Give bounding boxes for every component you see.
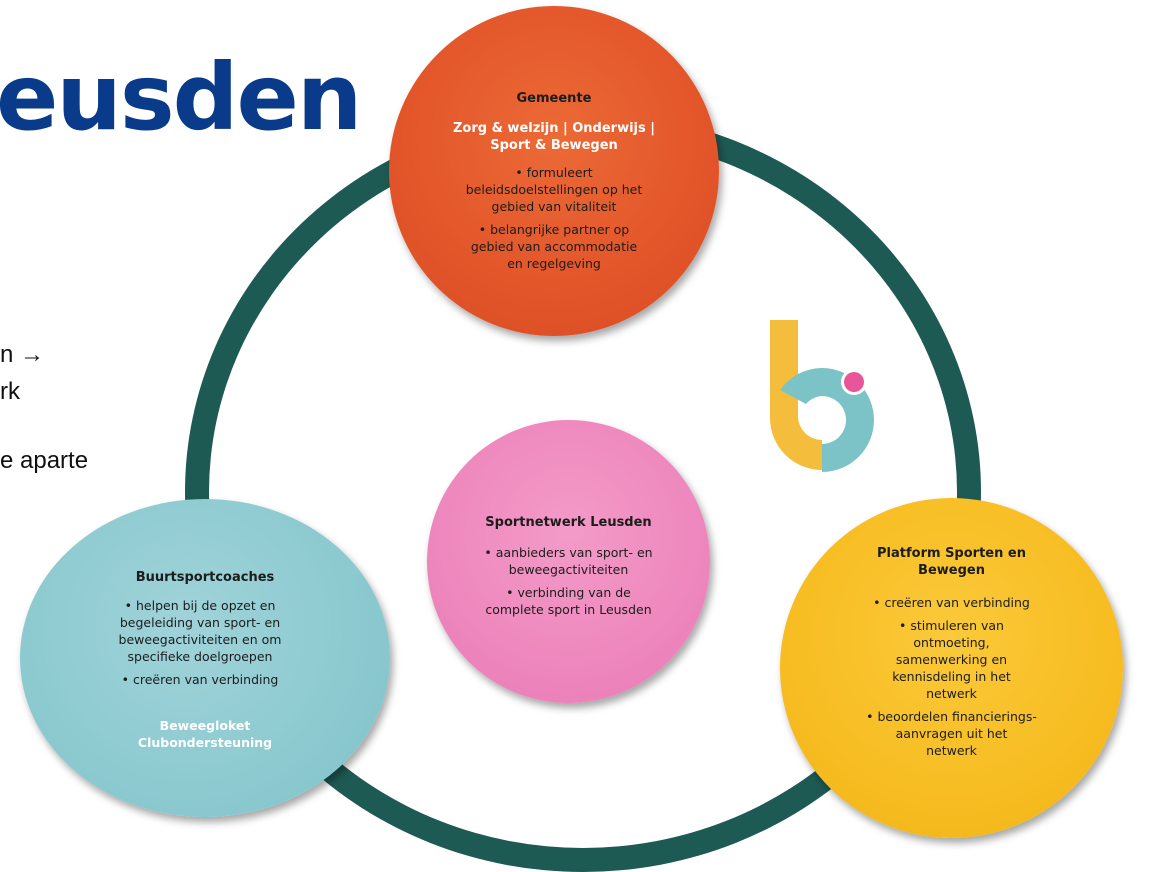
platform-bullet: creëren van verbinding	[850, 594, 1053, 611]
buurtsportcoaches-bullets: helpen bij de opzet en begeleiding van s…	[80, 597, 320, 694]
sportnetwerk-bullet: aanbieders van sport- en beweegactivitei…	[467, 544, 670, 578]
beweegloket-label: Beweegloket	[159, 718, 251, 733]
side-text-line-2: rk	[0, 378, 20, 405]
gemeente-circle: Gemeente Zorg & welzijn | Onderwijs | Sp…	[389, 6, 719, 336]
sportnetwerk-bullets: aanbieders van sport- en beweegactivitei…	[467, 544, 670, 624]
page-heading: eusden	[0, 44, 362, 151]
side-text-line-3: e aparte	[0, 447, 89, 474]
platform-title-2: Bewegen	[918, 563, 985, 578]
gemeente-title: Gemeente	[516, 91, 592, 106]
b-logo-icon	[762, 306, 882, 480]
gemeente-bullets: formuleert beleidsdoelstellingen op het …	[459, 164, 649, 278]
platform-bullet: beoordelen financierings- aanvragen uit …	[850, 708, 1053, 759]
clubondersteuning-label: Clubondersteuning	[137, 735, 273, 750]
side-text-line-1: n →	[0, 341, 45, 368]
platform-title-1: Platform Sporten en	[877, 546, 1026, 561]
buurtsportcoaches-title: Buurtsportcoaches	[135, 570, 275, 585]
buurtsportcoaches-bullet: helpen bij de opzet en begeleiding van s…	[80, 597, 320, 665]
sportnetwerk-circle: Sportnetwerk Leusden aanbieders van spor…	[427, 420, 710, 703]
sportnetwerk-bullet: verbinding van de complete sport in Leus…	[467, 584, 670, 618]
gemeente-bullet: belangrijke partner op gebied van accomm…	[459, 221, 649, 272]
platform-circle: Platform Sporten en Bewegen creëren van …	[780, 498, 1123, 838]
buurtsportcoaches-bullet: creëren van verbinding	[80, 671, 320, 688]
gemeente-bullet: formuleert beleidsdoelstellingen op het …	[459, 164, 649, 215]
sportnetwerk-title: Sportnetwerk Leusden	[485, 515, 652, 530]
gemeente-subtitle-1: Zorg & welzijn | Onderwijs |	[452, 121, 656, 136]
buurtsportcoaches-circle: Buurtsportcoaches helpen bij de opzet en…	[20, 499, 390, 817]
platform-bullet: stimuleren van ontmoeting, samenwerking …	[850, 617, 1053, 702]
gemeente-subtitle-2: Sport & Bewegen	[490, 138, 618, 153]
platform-bullets: creëren van verbinding stimuleren van on…	[850, 594, 1053, 765]
